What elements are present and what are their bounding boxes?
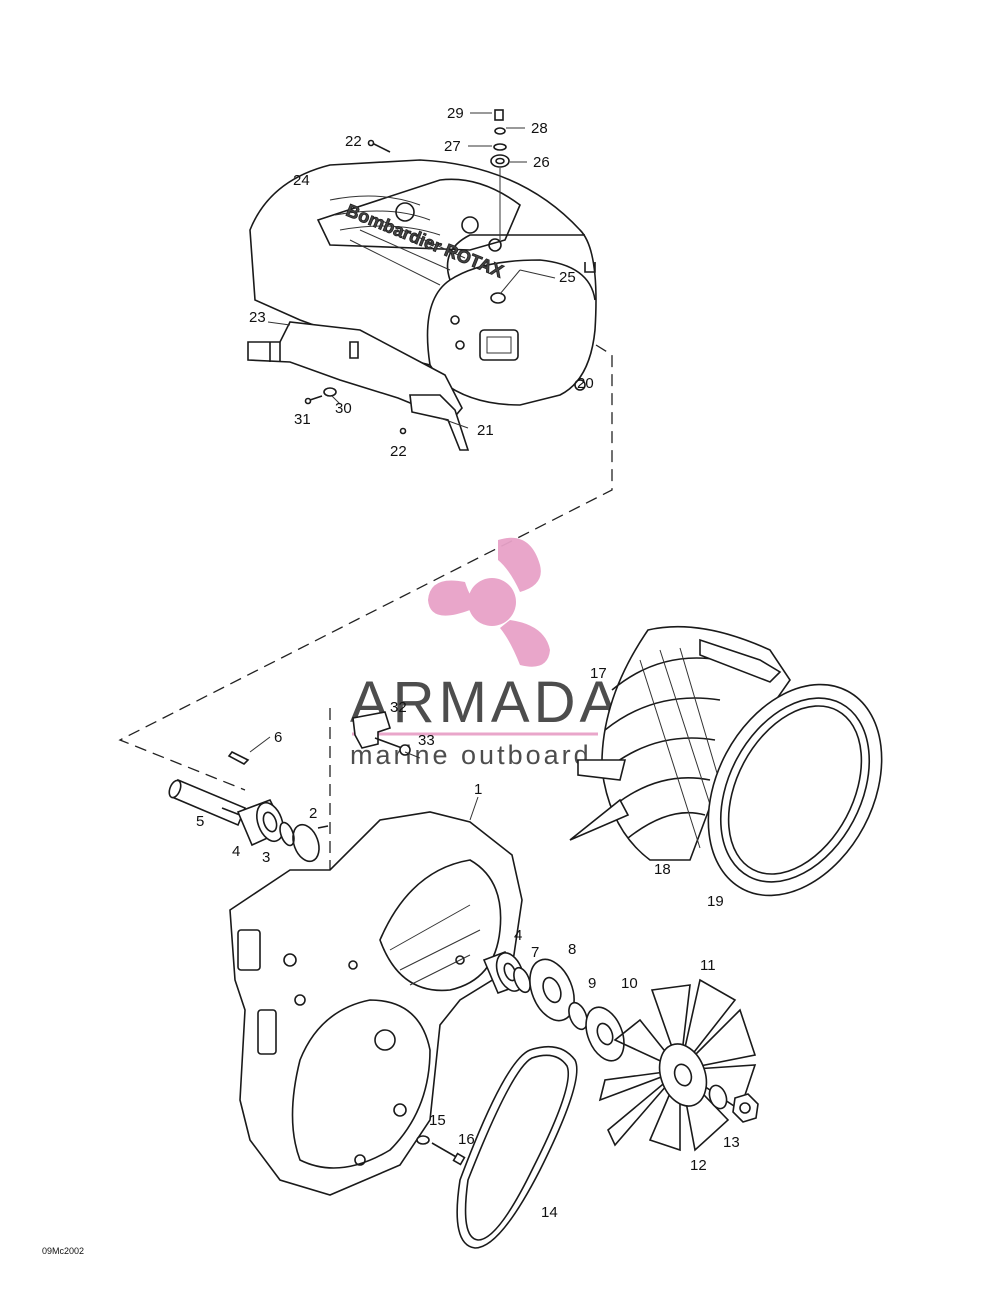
- callout-22b: 22: [390, 443, 407, 460]
- callout-32: 32: [390, 699, 407, 716]
- key-part-6: [227, 750, 250, 765]
- callout-6: 6: [274, 729, 282, 746]
- callout-29: 29: [447, 105, 464, 122]
- bearing-part-4a: [236, 798, 287, 847]
- watermark-tagline: marine outboard: [350, 740, 592, 770]
- callout-30: 30: [335, 400, 352, 417]
- callout-23: 23: [249, 309, 266, 326]
- callout-27: 27: [444, 138, 461, 155]
- bracket-part-32: [352, 711, 391, 749]
- callout-9: 9: [588, 975, 596, 992]
- assembly-path-dashed: [118, 344, 613, 791]
- callout-31: 31: [294, 411, 311, 428]
- callout-1: 1: [474, 781, 482, 798]
- callout-3: 3: [262, 849, 270, 866]
- callout-16: 16: [458, 1131, 475, 1148]
- callout-26: 26: [533, 154, 550, 171]
- callout-21: 21: [477, 422, 494, 439]
- engine-cover-assembly: Bombardier ROTAX: [249, 159, 597, 406]
- cover-hardware: [304, 109, 510, 435]
- callout-4a: 4: [232, 843, 240, 860]
- callout-8: 8: [568, 941, 576, 958]
- leader-lines-upper: [267, 112, 556, 429]
- callout-12: 12: [690, 1157, 707, 1174]
- callout-17: 17: [590, 665, 607, 682]
- ring-part-3: [279, 821, 295, 847]
- bolt-part-16: [431, 1142, 466, 1166]
- watermark-brand: ARMADA: [350, 670, 622, 735]
- callout-25: 25: [559, 269, 576, 286]
- fan-part-11: [598, 978, 757, 1152]
- fan-housing-part-18: [569, 625, 791, 861]
- callout-19: 19: [707, 893, 724, 910]
- fan-ring-part-19: [707, 683, 883, 897]
- belt-part-14: [456, 1045, 578, 1249]
- pulley-half-part-10: [585, 1006, 625, 1062]
- callout-13: 13: [723, 1134, 740, 1151]
- callout-2: 2: [309, 805, 317, 822]
- clip-part-2: [292, 823, 329, 863]
- pulley-half-part-8: [529, 958, 575, 1022]
- callout-11: 11: [700, 957, 716, 974]
- watermark: ARMADA marine outboard: [350, 537, 622, 770]
- callout-15: 15: [429, 1112, 446, 1129]
- spacer-part-7: [513, 966, 531, 994]
- leader-lines-lower: [249, 736, 479, 821]
- callout-24: 24: [293, 172, 310, 189]
- callout-5: 5: [196, 813, 204, 830]
- bracket-part-21: [409, 394, 470, 451]
- nut-part-13: [732, 1093, 759, 1123]
- callout-18: 18: [654, 861, 671, 878]
- callout-28: 28: [531, 120, 548, 137]
- callout-14: 14: [541, 1204, 558, 1221]
- callout-33: 33: [418, 732, 435, 749]
- drawing-code: 09Mc2002: [42, 1246, 84, 1256]
- callout-22a: 22: [345, 133, 362, 150]
- spacer-part-9: [568, 1001, 588, 1031]
- callout-7: 7: [531, 944, 539, 961]
- callout-labels: 1 2 3 4 4 5 6 7 8 9 10 11 12 13 14 15 16…: [196, 105, 740, 1221]
- propeller-logo: [428, 537, 550, 667]
- shaft-part-5: [168, 778, 247, 827]
- drive-housing-part-1: [229, 811, 523, 1196]
- washer-part-12: [708, 1084, 728, 1110]
- washer-part-15: [416, 1135, 430, 1145]
- callout-20: 20: [577, 375, 594, 392]
- callout-10: 10: [621, 975, 638, 992]
- callout-4b: 4: [514, 927, 522, 944]
